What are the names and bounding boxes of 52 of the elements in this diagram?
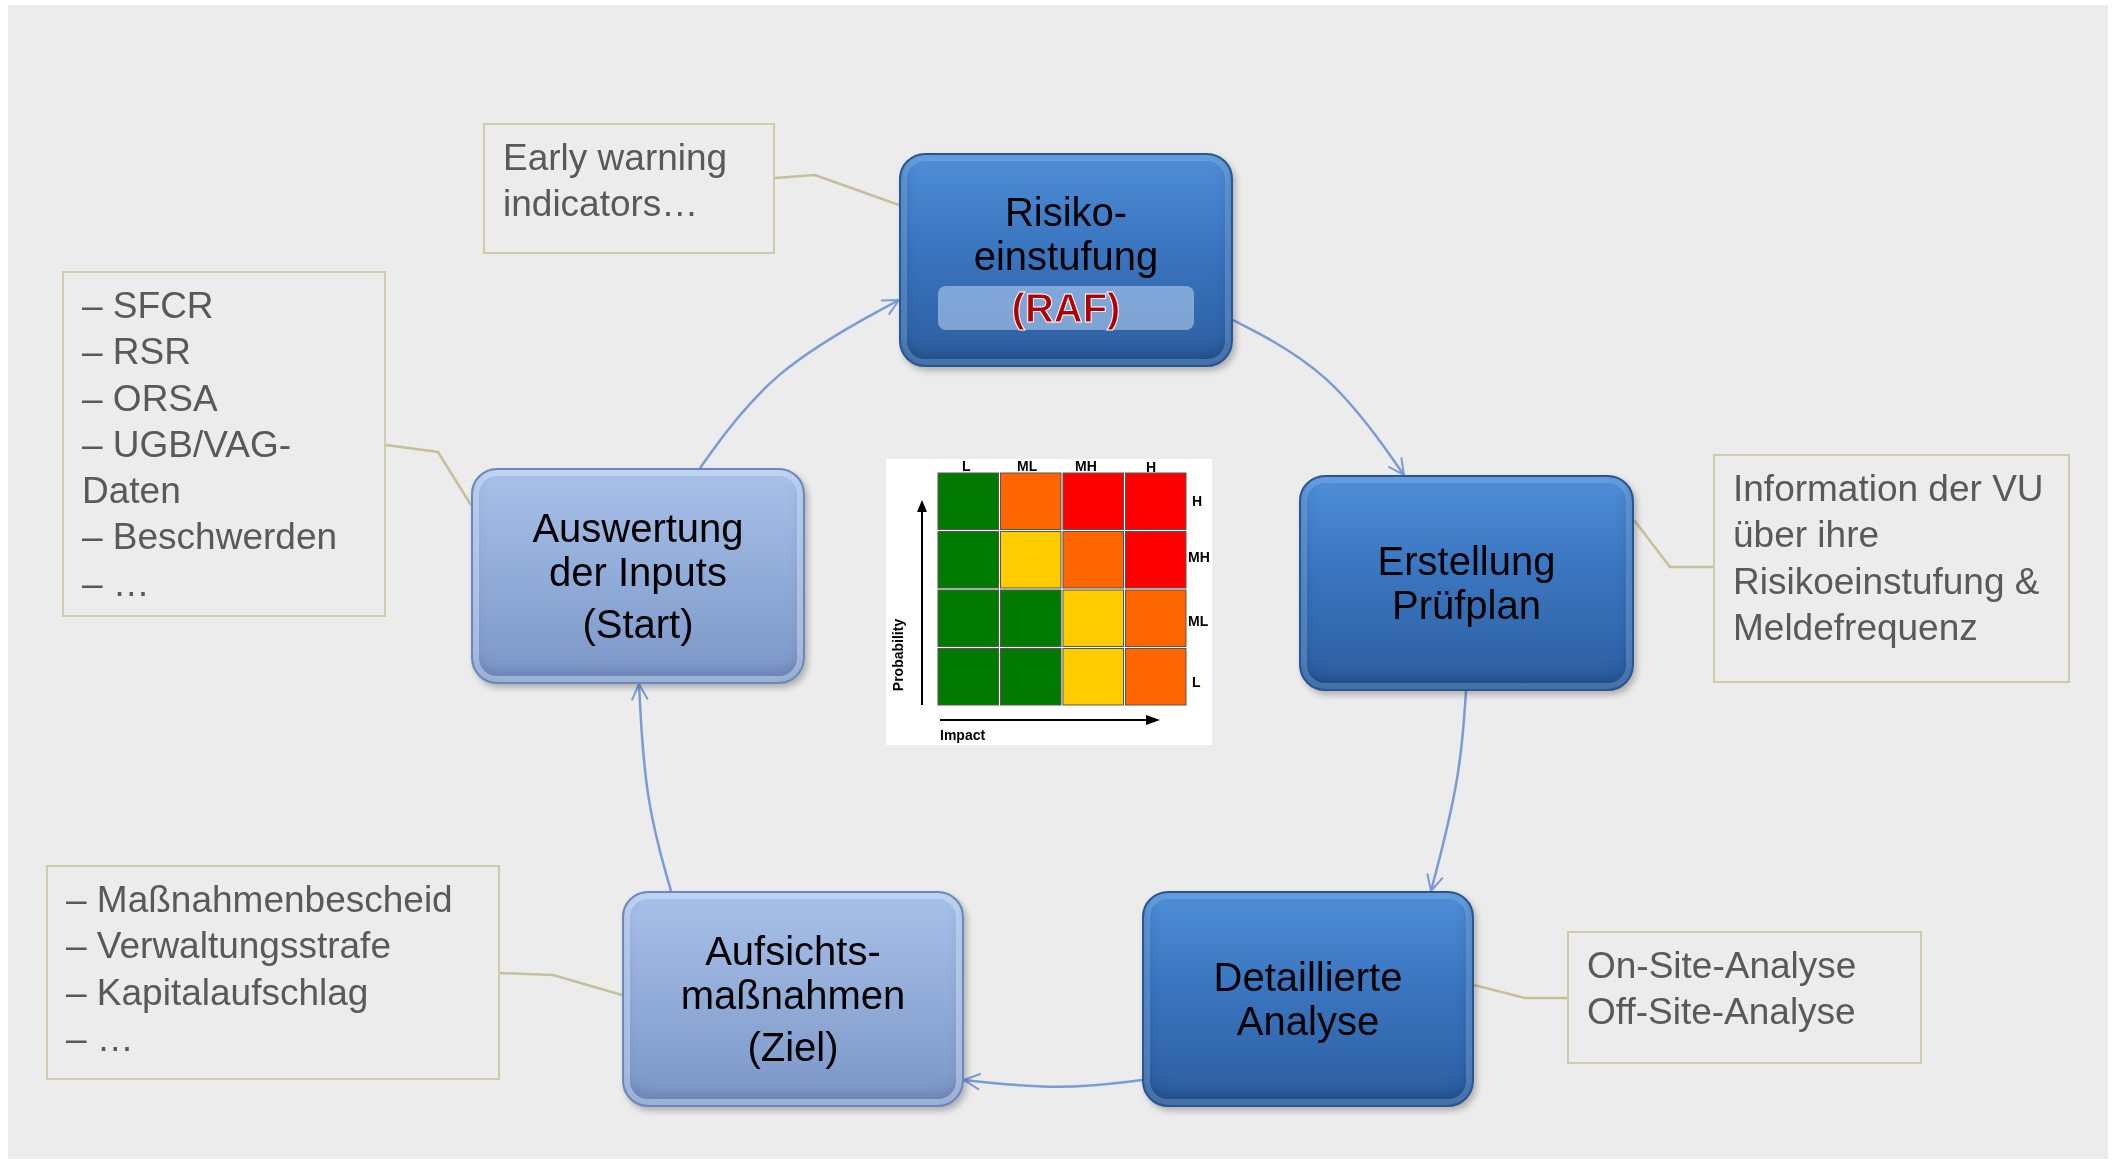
list-item: – Beschwerden bbox=[82, 515, 339, 560]
leader-line bbox=[385, 443, 473, 506]
leader-line bbox=[1473, 983, 1567, 1000]
list-item: – Verwaltungsstrafe bbox=[66, 924, 392, 969]
list-item: – RSR bbox=[82, 330, 192, 375]
tick-label: MH bbox=[1188, 550, 1210, 564]
arrow bbox=[1426, 690, 1468, 892]
list-item: – … bbox=[66, 1016, 135, 1061]
axis-label: Impact bbox=[940, 728, 986, 742]
tick-label: L bbox=[1192, 675, 1201, 689]
box-label: Erstellung Prüfplan bbox=[1376, 539, 1557, 627]
tick-label: ML bbox=[1017, 459, 1038, 473]
box-label: Auswertung der Inputs bbox=[531, 506, 745, 594]
leader-line bbox=[499, 971, 623, 997]
tick-label: H bbox=[1192, 494, 1203, 508]
list-item: – … bbox=[82, 561, 151, 606]
process-box bbox=[471, 468, 805, 684]
note-text: Early warning indicators… bbox=[503, 136, 729, 227]
note-box bbox=[483, 123, 775, 254]
box-label: Detaillierte Analyse bbox=[1212, 955, 1404, 1043]
box-label: Aufsichts- maßnahmen bbox=[679, 929, 907, 1017]
process-box bbox=[899, 153, 1233, 367]
tick-label: MH bbox=[1075, 459, 1097, 473]
note-box bbox=[1567, 931, 1922, 1064]
box-label: (Start) bbox=[581, 602, 695, 646]
tick-label: H bbox=[1146, 460, 1157, 474]
arrow bbox=[630, 683, 673, 892]
leader-line bbox=[1633, 519, 1713, 569]
axis-label: Probability bbox=[891, 618, 906, 692]
process-box bbox=[1142, 891, 1474, 1107]
process-box bbox=[622, 891, 964, 1107]
list-item: – ORSA bbox=[82, 376, 219, 421]
list-item: – Kapitalaufschlag bbox=[66, 970, 370, 1015]
note-text: Information der VU über ihre Risikoeinstufung & Meldefrequenz bbox=[1733, 467, 2045, 650]
arrow bbox=[699, 298, 900, 469]
note-box bbox=[46, 865, 500, 1080]
list-item: – UGB/VAG-Daten bbox=[82, 422, 293, 513]
note-box bbox=[62, 271, 386, 617]
tick-label: L bbox=[962, 459, 971, 473]
arrow bbox=[963, 1072, 1143, 1091]
process-box bbox=[1299, 475, 1634, 691]
tick-label: ML bbox=[1188, 614, 1209, 628]
leader-line bbox=[774, 173, 900, 207]
list-item: – Maßnahmenbescheid bbox=[66, 878, 454, 922]
arrow bbox=[1232, 318, 1406, 476]
box-label: (Ziel) bbox=[746, 1025, 840, 1069]
box-label: Risiko- einstufung bbox=[972, 190, 1160, 278]
list-item: Off-Site-Analyse bbox=[1587, 990, 1857, 1035]
box-label: (RAF) bbox=[938, 286, 1194, 330]
list-item: On-Site-Analyse bbox=[1587, 944, 1858, 988]
note-box bbox=[1713, 454, 2070, 683]
list-item: – SFCR bbox=[82, 284, 215, 328]
